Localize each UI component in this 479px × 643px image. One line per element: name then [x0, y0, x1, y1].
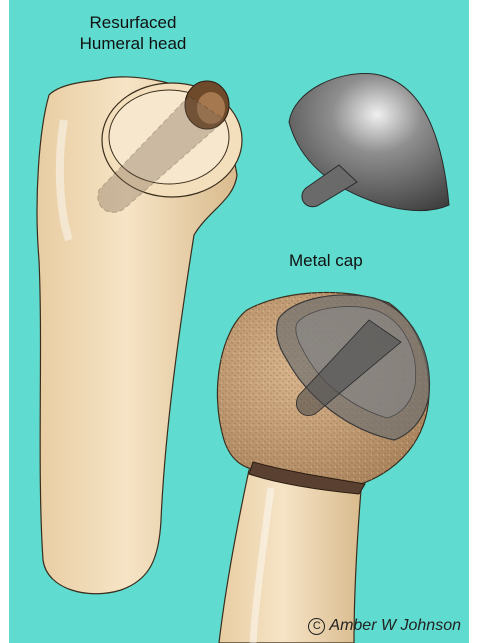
resurfaced-humerus [37, 77, 242, 594]
copyright-icon: C [308, 618, 325, 635]
copyright-credit: C Amber W Johnson [308, 617, 461, 635]
resurfaced-humeral-head-label: Resurfaced Humeral head [43, 12, 223, 54]
illustration-canvas [9, 0, 469, 643]
label-line-2: Humeral head [43, 33, 223, 54]
humerus-with-cap [217, 293, 429, 643]
illustration-panel: Resurfaced Humeral head Metal cap C Ambe… [9, 0, 469, 643]
metal-cap-label: Metal cap [289, 250, 409, 271]
credit-text: Amber W Johnson [329, 617, 461, 635]
label-line-1: Resurfaced [43, 12, 223, 33]
metal-cap [289, 73, 449, 210]
